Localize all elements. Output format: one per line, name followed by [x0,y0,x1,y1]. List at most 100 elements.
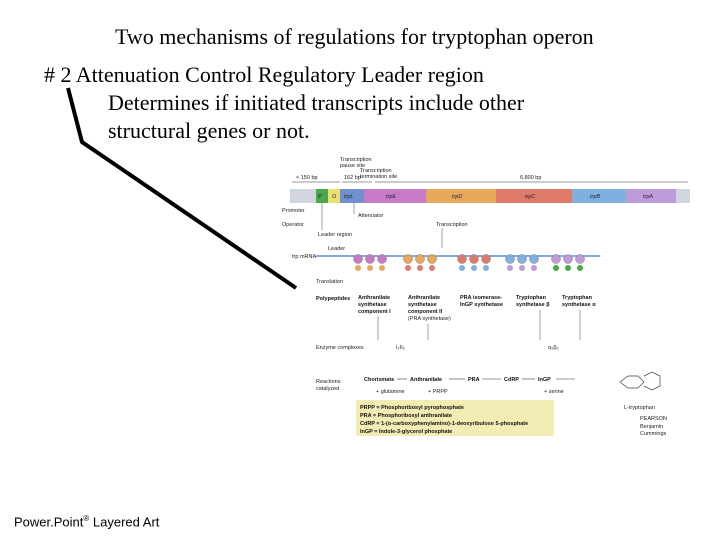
nascent-polypeptide [577,265,583,271]
nascent-polypeptide [355,265,361,271]
pathway-pra: PRA [468,377,480,383]
gene-trpE [364,189,426,203]
promoter-label: Promoter [282,208,305,214]
ribosome [403,254,413,264]
gene-ptrp [316,189,328,203]
pathway-cdrp: CdRP [504,377,519,383]
pathway-ingp: InGP [538,377,551,383]
ribosome [365,254,375,264]
ribosome [517,254,527,264]
len-150-label: < 150 bp [296,175,318,181]
ribosome [377,254,387,264]
gene-trpC [496,189,572,203]
reactions-label-2: catalyzed [316,386,339,392]
trp-mrna-label: trp mRNA [292,254,316,260]
transcription-label: Transcription [436,222,468,228]
nascent-polypeptide [367,265,373,271]
svg-text:synthetase: synthetase [408,302,437,308]
pointer-line [66,87,298,290]
svg-text:synthetase α: synthetase α [562,302,596,308]
polypeptide-4: Tryptophan synthetase β [516,295,550,308]
len-162-label: 162 bp [344,175,361,181]
ribosome [563,254,573,264]
ribosome [353,254,363,264]
nascent-polypeptide [531,265,537,271]
nascent-polypeptide [565,265,571,271]
gene-ptrp-label: P [318,194,322,200]
ribosome [529,254,539,264]
leader-region-label: Leader region [318,232,352,238]
svg-text:Cummings: Cummings [640,431,667,437]
gene-trpD [426,189,496,203]
legend-ingp: InGP = Indole-3-glycerol phosphate [360,429,452,435]
ribosome [505,254,515,264]
publisher-logo: PEARSON Benjamin Cummings [640,416,667,437]
polypeptide-3: PRA isomerase- InGP synthetase [460,295,503,308]
nascent-polypeptide [459,265,465,271]
translation-label: Translation [316,279,343,285]
ribosome [551,254,561,264]
nascent-polypeptide [471,265,477,271]
ribosome-row [353,254,585,271]
complex-a2b2: α₂β₂ [548,345,559,351]
body-line-1: Determines if initiated transcripts incl… [108,90,525,115]
nascent-polypeptide [405,265,411,271]
cofactor-serine: + serine [544,389,564,395]
gene-o-label: O [332,194,337,200]
svg-text:component I: component I [358,309,391,315]
operator-label: Operator [282,222,304,228]
svg-text:Anthranilate: Anthranilate [358,295,390,301]
pathway-chorismate: Chorismate [364,377,394,383]
gene-trpB [572,189,626,203]
gene-trpA-label: trpA [643,194,653,200]
svg-text:PEARSON: PEARSON [640,416,667,422]
pathway: Chorismate Anthranilate PRA CdRP InGP L-… [364,371,661,411]
pathway-anthranilate: Anthranilate [410,377,442,383]
nascent-polypeptide [553,265,559,271]
slide-title: Two mechanisms of regulations for trypto… [115,24,594,49]
termination-site-label-1: Transcription [360,168,392,174]
legend-prpp: PRPP = Phosphoribosyl pyrophosphate [360,405,464,411]
svg-text:component II: component II [408,309,443,315]
gene-o [328,189,340,203]
gene-trpB-label: trpB [590,194,600,200]
slide-subtitle: # 2 Attenuation Control Regulatory Leade… [44,62,484,87]
gene-trpl [340,189,364,203]
svg-text:Benjamin: Benjamin [640,424,663,430]
svg-text:Tryptophan: Tryptophan [516,295,547,301]
nascent-polypeptide [379,265,385,271]
reactions-label-1: Reactions [316,379,341,385]
nascent-polypeptide [483,265,489,271]
gene-trpC-label: trpC [525,194,535,200]
svg-text:(PRA synthetase): (PRA synthetase) [408,316,451,322]
ribosome [427,254,437,264]
ribosome [415,254,425,264]
svg-text:PRA isomerase-: PRA isomerase- [460,295,502,301]
ribosome [457,254,467,264]
cofactor-prpp: + PRPP [428,389,448,395]
cofactor-glutamine: + glutamine [376,389,405,395]
pathway-l-tryptophan: L-tryptophan [624,405,655,411]
len-6800-label: 6,800 bp [520,175,541,181]
legend-pra: PRA = Phosphoribosyl anthranilate [360,413,452,419]
complex-i2ii2: I₂II₂ [396,345,405,351]
footer-credit: Power.Point® Layered Art [14,514,160,530]
nascent-polypeptide [507,265,513,271]
svg-text:synthetase: synthetase [358,302,387,308]
polypeptide-1: Anthranilate synthetase component I [358,295,391,315]
nascent-polypeptide [417,265,423,271]
attenuator-label: Attenuator [358,213,384,219]
gene-trpE-label: trpE [386,194,396,200]
svg-text:synthetase β: synthetase β [516,302,550,308]
pause-site-label-2: pause site [340,163,365,169]
polypeptide-2: Anthranilate synthetase component II (PR… [408,295,451,322]
body-line-2: structural genes or not. [108,118,310,143]
svg-text:Anthranilate: Anthranilate [408,295,440,301]
polypeptide-5: Tryptophan synthetase α [562,295,596,308]
svg-text:InGP synthetase: InGP synthetase [460,302,503,308]
polypeptides-label: Polypeptides [316,296,350,302]
enzyme-complexes-label: Enzyme complexes [316,345,364,351]
pause-site-label-1: Transcription [340,157,372,163]
nascent-polypeptide [429,265,435,271]
